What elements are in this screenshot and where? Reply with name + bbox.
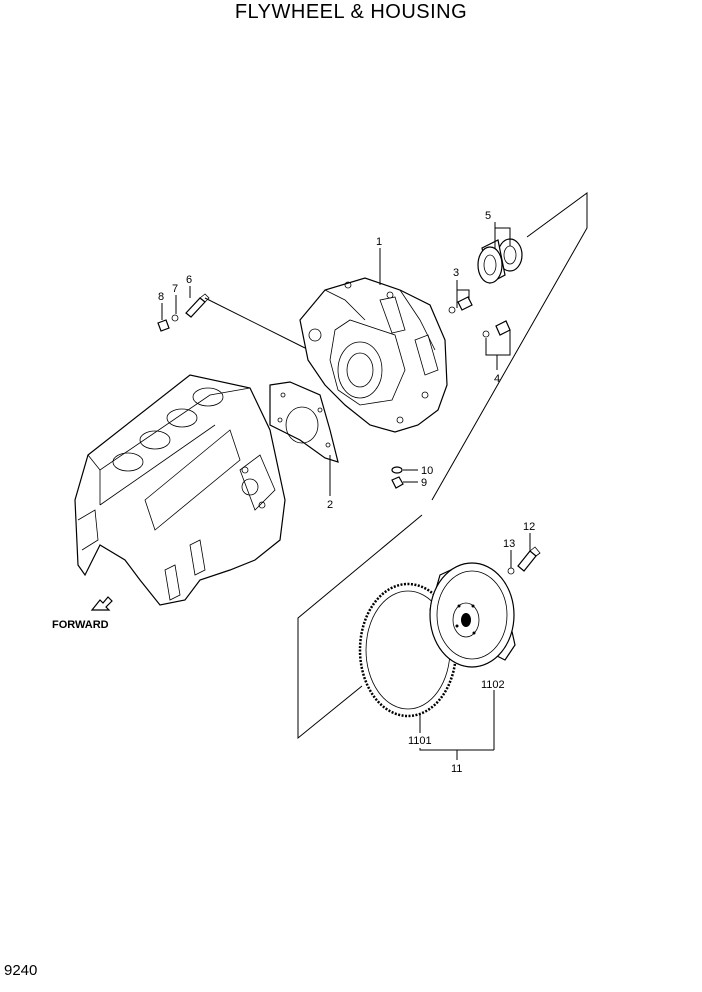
bolt-6 — [185, 293, 210, 318]
callout-11: 11 — [451, 763, 462, 775]
washer-13 — [507, 567, 515, 575]
callout-10: 10 — [421, 465, 433, 477]
callout-7: 7 — [172, 283, 178, 295]
oil-seal — [477, 238, 523, 284]
nut-8 — [157, 319, 170, 332]
washer-7 — [171, 314, 179, 322]
leader-lines — [161, 222, 531, 760]
callout-1102: 1102 — [481, 679, 505, 691]
callout-13: 13 — [503, 538, 515, 550]
callout-1: 1 — [376, 236, 382, 248]
bolt-group-4 — [482, 320, 511, 338]
callout-8: 8 — [158, 291, 164, 303]
assembly-frame — [297, 192, 588, 740]
callout-9: 9 — [421, 477, 427, 489]
page-title: FLYWHEEL & HOUSING — [234, 1, 468, 23]
nut-9 — [391, 476, 404, 489]
callout-2: 2 — [327, 499, 333, 511]
engine-block — [74, 374, 286, 606]
callout-1101: 1101 — [408, 735, 432, 747]
washer-10 — [391, 466, 403, 474]
bolt-group-3 — [448, 296, 473, 314]
page-number: 9240 — [4, 962, 38, 979]
flywheel-housing — [299, 277, 448, 433]
callout-12: 12 — [523, 521, 535, 533]
rear-plate — [269, 381, 339, 463]
callout-3: 3 — [453, 267, 459, 279]
forward-arrow-icon — [90, 596, 113, 611]
bolt-12 — [517, 550, 537, 572]
flywheel — [429, 562, 516, 668]
forward-label: FORWARD — [52, 619, 109, 631]
callout-4: 4 — [494, 373, 500, 385]
callout-5: 5 — [485, 210, 491, 222]
callout-6: 6 — [186, 274, 192, 286]
